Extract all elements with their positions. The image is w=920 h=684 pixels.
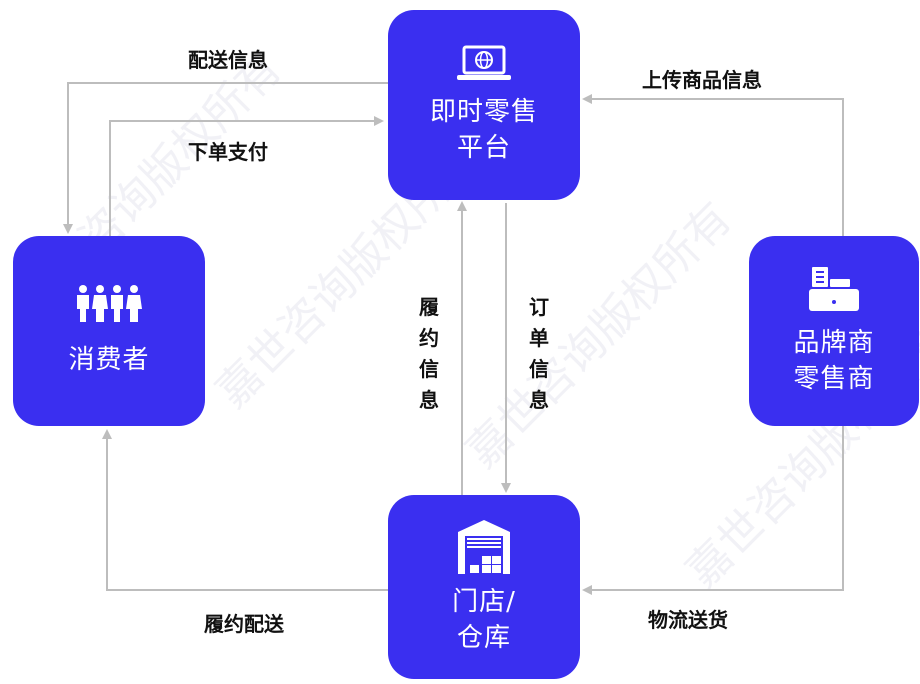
warehouse-icon xyxy=(456,518,512,576)
node-platform-label: 即时零售 平台 xyxy=(429,97,538,163)
laptop-globe-icon xyxy=(454,44,514,84)
label-upload-info: 上传商品信息 xyxy=(642,68,762,92)
people-group-icon xyxy=(74,284,144,324)
node-brand-label: 品牌商 零售商 xyxy=(793,328,875,394)
arrow-logistics xyxy=(582,414,844,595)
arrow-order-pay xyxy=(109,116,384,236)
node-store-label: 门店/ 仓库 xyxy=(452,587,516,653)
label-fulfill-info: 履约信息 xyxy=(419,295,439,412)
label-logistics: 物流送货 xyxy=(648,608,728,632)
node-consumer: 消费者 xyxy=(13,236,205,426)
label-order-info: 订单信息 xyxy=(529,295,549,412)
arrow-delivery-info xyxy=(63,82,388,234)
arrow-fulfill-delivery xyxy=(102,429,388,591)
arrow-upload-info xyxy=(582,94,844,236)
node-platform: 即时零售 平台 xyxy=(388,10,580,200)
node-brand: 品牌商 零售商 xyxy=(749,236,919,426)
label-fulfill-delivery: 履约配送 xyxy=(204,612,284,636)
node-consumer-label: 消费者 xyxy=(68,345,150,375)
cash-register-icon xyxy=(806,265,862,315)
label-delivery-info: 配送信息 xyxy=(188,48,268,72)
label-order-pay: 下单支付 xyxy=(188,140,268,164)
node-store: 门店/ 仓库 xyxy=(388,495,580,679)
